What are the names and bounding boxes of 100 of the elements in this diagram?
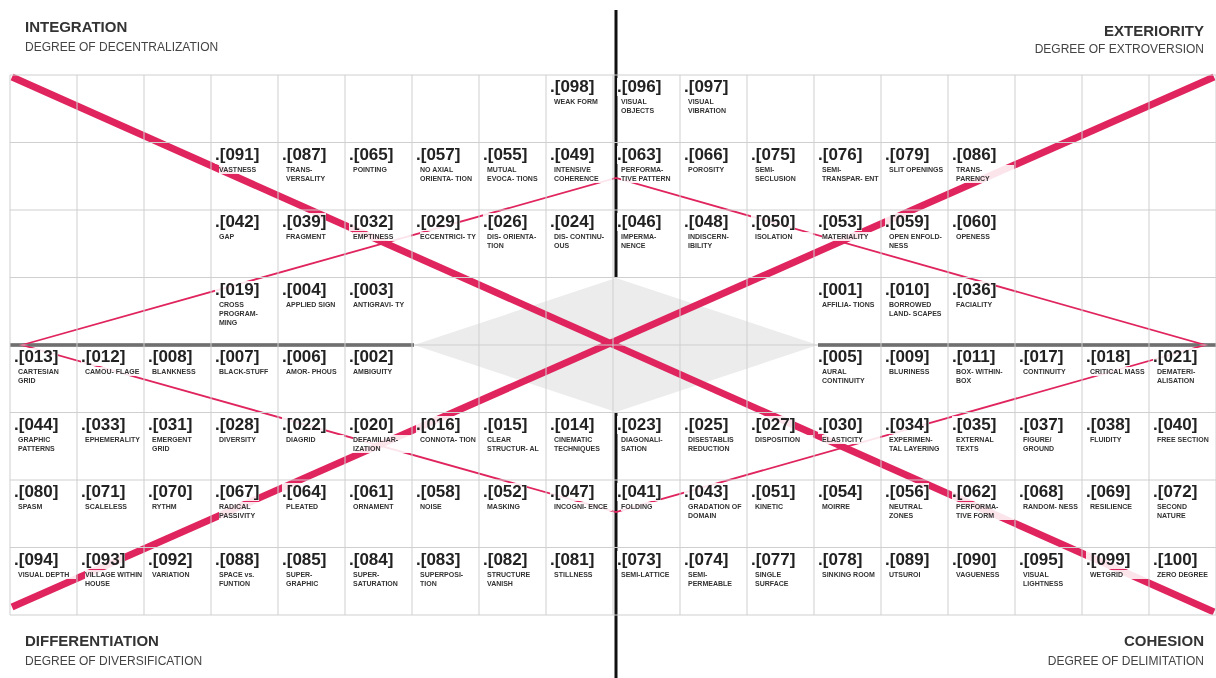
term-number: .[010] (885, 280, 930, 299)
term-number: .[062] (952, 483, 997, 501)
term-number: .[059] (885, 213, 930, 231)
term-number: .[030] (818, 415, 863, 434)
term-number: .[086] (952, 145, 997, 164)
term-number: .[023] (617, 415, 662, 434)
quadrant-title: DIFFERENTIATION (25, 632, 159, 649)
term-number: .[061] (349, 483, 394, 501)
term-number: .[054] (818, 483, 863, 501)
term-number: .[076] (818, 145, 863, 164)
term-number: .[067] (215, 483, 260, 501)
term-number: .[042] (215, 213, 260, 231)
term-number: .[051] (751, 483, 796, 501)
term-number: .[031] (148, 415, 193, 434)
term-number: .[074] (684, 550, 729, 569)
term-number: .[083] (416, 550, 461, 569)
term-number: .[093] (81, 550, 126, 569)
term-number: .[089] (885, 550, 930, 569)
term-number: .[087] (282, 145, 327, 164)
quadrant-subtitle: DEGREE OF EXTROVERSION (1034, 42, 1204, 56)
term-number: .[007] (215, 348, 260, 366)
term-number: .[029] (416, 213, 461, 231)
term-number: .[036] (952, 280, 997, 299)
term-number: .[040] (1153, 415, 1198, 434)
term-number: .[001] (818, 280, 863, 299)
term-number: .[049] (550, 145, 595, 164)
term-number: .[022] (282, 415, 327, 434)
term-number: .[088] (215, 550, 260, 569)
term-number: .[094] (14, 550, 59, 569)
term-number: .[044] (14, 415, 59, 434)
term-number: .[028] (215, 415, 260, 434)
term-number: .[100] (1153, 550, 1198, 569)
term-number: .[035] (952, 415, 997, 434)
quadrant-subtitle: DEGREE OF DECENTRALIZATION (25, 40, 219, 54)
term-number: .[050] (751, 213, 796, 231)
term-number: .[099] (1086, 550, 1131, 569)
term-number: .[006] (282, 348, 327, 366)
term-number: .[090] (952, 550, 997, 569)
term-number: .[027] (751, 415, 796, 434)
term-number: .[014] (550, 415, 595, 434)
term-number: .[092] (148, 550, 193, 569)
term-number: .[003] (349, 280, 394, 299)
term-number: .[096] (617, 78, 662, 96)
term-number: .[017] (1019, 348, 1064, 366)
term-number: .[069] (1086, 483, 1131, 501)
term-number: .[070] (148, 483, 193, 501)
term-number: .[056] (885, 483, 930, 501)
term-number: .[080] (14, 483, 59, 501)
term-number: .[064] (282, 483, 327, 501)
quadrant-title: INTEGRATION (25, 18, 128, 35)
term-number: .[025] (684, 415, 729, 434)
term-number: .[047] (550, 483, 595, 501)
quadrant-title: EXTERIORITY (1104, 22, 1204, 39)
quadrant-subtitle: DEGREE OF DIVERSIFICATION (25, 654, 203, 668)
term-number: .[043] (684, 483, 729, 501)
term-number: .[098] (550, 78, 595, 96)
term-number: .[079] (885, 145, 930, 164)
term-number: .[020] (349, 415, 394, 434)
term-number: .[016] (416, 415, 461, 434)
term-number: .[018] (1086, 348, 1131, 366)
term-number: .[037] (1019, 415, 1064, 434)
term-number: .[005] (818, 348, 863, 366)
term-number: .[060] (952, 213, 997, 231)
term-number: .[002] (349, 348, 394, 366)
term-number: .[077] (751, 550, 796, 569)
term-number: .[034] (885, 415, 930, 434)
term-number: .[052] (483, 483, 528, 501)
term-number: .[048] (684, 213, 729, 231)
term-number: .[015] (483, 415, 528, 434)
term-number: .[019] (215, 280, 260, 299)
term-number: .[055] (483, 145, 528, 164)
term-number: .[072] (1153, 483, 1198, 501)
term-number: .[008] (148, 348, 193, 366)
term-number: .[085] (282, 550, 327, 569)
term-number: .[012] (81, 348, 126, 366)
term-number: .[011] (952, 348, 996, 366)
term-number: .[004] (282, 280, 327, 299)
term-number: .[058] (416, 483, 461, 501)
term-number: .[065] (349, 145, 394, 164)
term-number: .[046] (617, 213, 662, 231)
term-number: .[009] (885, 348, 930, 366)
term-number: .[095] (1019, 550, 1064, 569)
term-number: .[082] (483, 550, 528, 569)
term-number: .[039] (282, 213, 327, 231)
quadrant-title: COHESION (1124, 632, 1204, 649)
term-number: .[038] (1086, 415, 1131, 434)
term-number: .[013] (14, 348, 59, 366)
quadrant-subtitle: DEGREE OF DELIMITATION (1047, 654, 1204, 668)
term-number: .[053] (818, 213, 863, 231)
term-number: .[075] (751, 145, 796, 164)
term-number: .[041] (617, 483, 662, 501)
term-number: .[033] (81, 415, 126, 434)
term-number: .[097] (684, 78, 729, 96)
term-number: .[063] (617, 145, 662, 164)
term-number: .[071] (81, 483, 126, 501)
term-number: .[032] (349, 213, 394, 231)
term-number: .[078] (818, 550, 863, 569)
term-number: .[068] (1019, 483, 1064, 501)
term-number: .[091] (215, 145, 260, 164)
term-number: .[057] (416, 145, 461, 164)
